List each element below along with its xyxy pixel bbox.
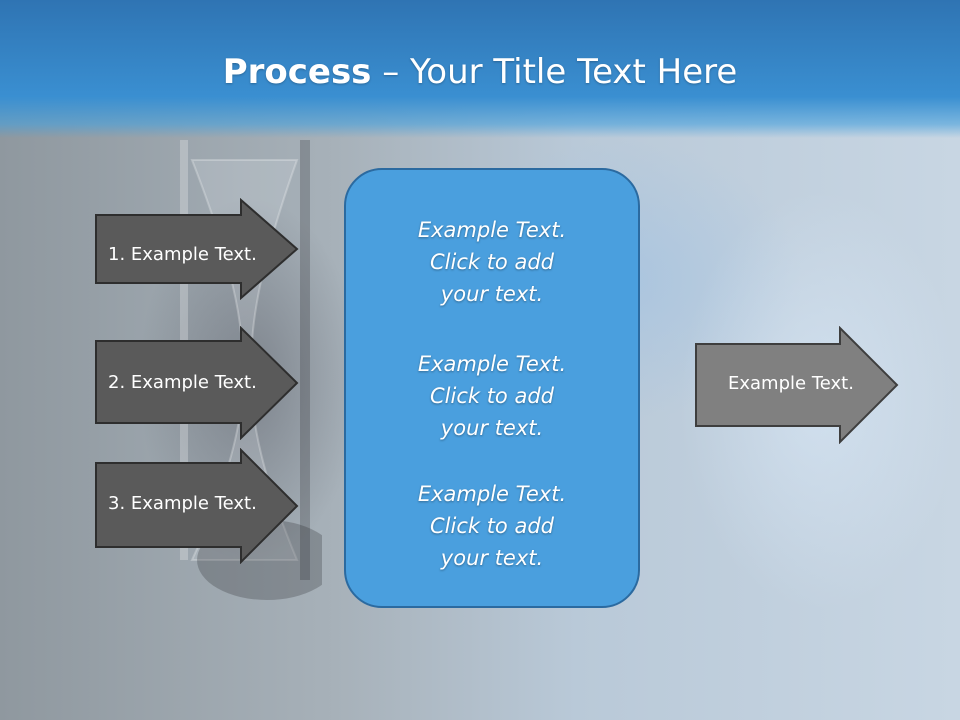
paragraph-line: Example Text. [417, 218, 567, 242]
paragraph-line: your text. [440, 282, 544, 306]
paragraph-2: Example Text. Click to add your text. [346, 348, 638, 444]
arrow-shape-icon [95, 198, 299, 300]
left-arrow-1-label: 1. Example Text. [108, 244, 257, 265]
paragraph-1: Example Text. Click to add your text. [346, 214, 638, 310]
title-bar [0, 0, 960, 138]
paragraph-3: Example Text. Click to add your text. [346, 478, 638, 574]
left-arrow-2[interactable]: 2. Example Text. [94, 326, 300, 440]
center-text-box[interactable]: Example Text. Click to add your text. Ex… [344, 168, 640, 608]
left-arrow-3-label: 3. Example Text. [108, 493, 257, 514]
left-arrow-2-label: 2. Example Text. [108, 372, 257, 393]
paragraph-line: Example Text. [417, 352, 567, 376]
right-arrow-label: Example Text. [728, 373, 854, 394]
arrow-shape-icon [95, 326, 299, 440]
page-title: Process – Your Title Text Here [0, 52, 960, 92]
paragraph-line: Click to add [429, 514, 554, 538]
title-bold: Process [222, 52, 372, 92]
paragraph-line: your text. [440, 416, 544, 440]
right-arrow[interactable]: Example Text. [694, 326, 900, 444]
paragraph-line: Example Text. [417, 482, 567, 506]
left-arrow-3[interactable]: 3. Example Text. [94, 448, 300, 564]
paragraph-line: your text. [440, 546, 544, 570]
arrow-shape-icon [695, 326, 899, 444]
arrow-shape-icon [95, 448, 299, 564]
paragraph-line: Click to add [429, 250, 554, 274]
left-arrow-1[interactable]: 1. Example Text. [94, 198, 300, 300]
title-rest: – Your Title Text Here [371, 52, 738, 92]
paragraph-line: Click to add [429, 384, 554, 408]
